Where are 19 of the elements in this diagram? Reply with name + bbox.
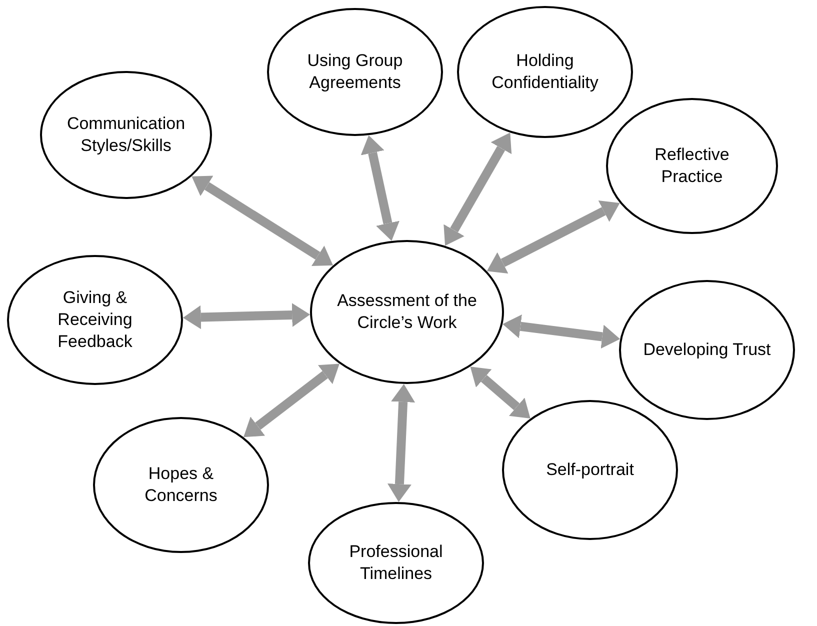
double-arrow [244,364,340,438]
node-label: Hopes & Concerns [144,463,218,507]
node-label: Assessment of the Circle’s Work [336,290,478,334]
node-label: Reflective Practice [654,144,730,188]
node-label: Holding Confidentiality [490,50,600,94]
double-arrow [182,302,310,330]
node-label: Giving & Receiving Feedback [56,287,134,353]
node-label: Using Group Agreements [306,50,404,94]
double-arrow [387,384,416,502]
double-arrow [360,135,400,241]
node-label: Self-portrait [546,459,634,481]
double-arrow [470,366,530,419]
node-label: Developing Trust [643,339,771,361]
node-label: Communication Styles/Skills [66,113,186,157]
double-arrow [502,314,620,349]
double-arrow [444,132,512,246]
node-label: Professional Timelines [348,541,444,585]
double-arrow [192,176,334,266]
double-arrow [486,200,620,274]
